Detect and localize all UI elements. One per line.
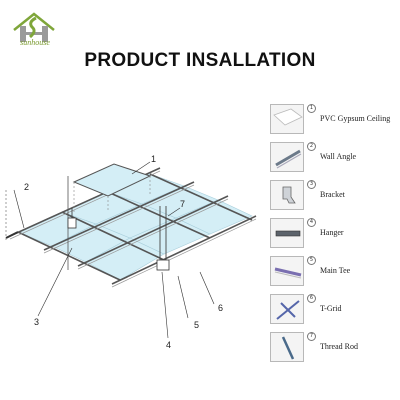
legend-item-t-grid: 6 T-Grid (268, 294, 400, 326)
callout-5: 5 (194, 320, 199, 330)
legend-label: Hanger (320, 228, 344, 237)
page-title: PRODUCT INSALLATION (84, 50, 316, 71)
ceiling-panels (17, 173, 253, 281)
legend-label: T-Grid (320, 304, 342, 313)
legend-number: 7 (307, 332, 316, 341)
thread-rod-icon (270, 332, 304, 362)
installation-diagram: 1 2 3 4 5 6 7 (5, 154, 257, 350)
legend-item-gypsum-ceiling: 1 PVC Gypsum Ceiling (268, 104, 400, 136)
callout-3: 3 (34, 317, 39, 327)
legend-item-hanger: 4 Hanger (268, 218, 400, 250)
legend-label: Main Tee (320, 266, 351, 275)
wall-angle-icon (270, 142, 304, 172)
callout-4: 4 (166, 340, 171, 350)
brand-name: sunhouse (20, 38, 50, 47)
legend-item-wall-angle: 2 Wall Angle (268, 142, 400, 174)
callout-7: 7 (180, 199, 185, 209)
legend-number: 2 (307, 142, 316, 151)
legend-item-main-tee: 5 Main Tee (268, 256, 400, 288)
callout-2: 2 (24, 182, 29, 192)
legend-label: Bracket (320, 190, 345, 199)
legend-item-bracket: 3 Bracket (268, 180, 400, 212)
brackets (67, 217, 170, 271)
legend-item-thread-rod: 7 Thread Rod (268, 332, 400, 364)
legend-number: 5 (307, 256, 316, 265)
legend-number: 4 (307, 218, 316, 227)
legend-number: 3 (307, 180, 316, 189)
legend-label: Thread Rod (320, 342, 358, 351)
callout-1: 1 (151, 154, 156, 164)
legend-label: PVC Gypsum Ceiling (320, 114, 391, 123)
sunhouse-logo (13, 12, 55, 42)
grid-frame-shadow (9, 170, 257, 288)
legend-number: 6 (307, 294, 316, 303)
legend-label: Wall Angle (320, 152, 357, 161)
legend-number: 1 (307, 104, 316, 113)
callout-6: 6 (218, 303, 223, 313)
main-tee-icon (270, 256, 304, 286)
gypsum-panel-icon (270, 104, 304, 134)
t-grid-icon (270, 294, 304, 324)
bracket-icon (270, 180, 304, 210)
hanger-icon (270, 218, 304, 248)
